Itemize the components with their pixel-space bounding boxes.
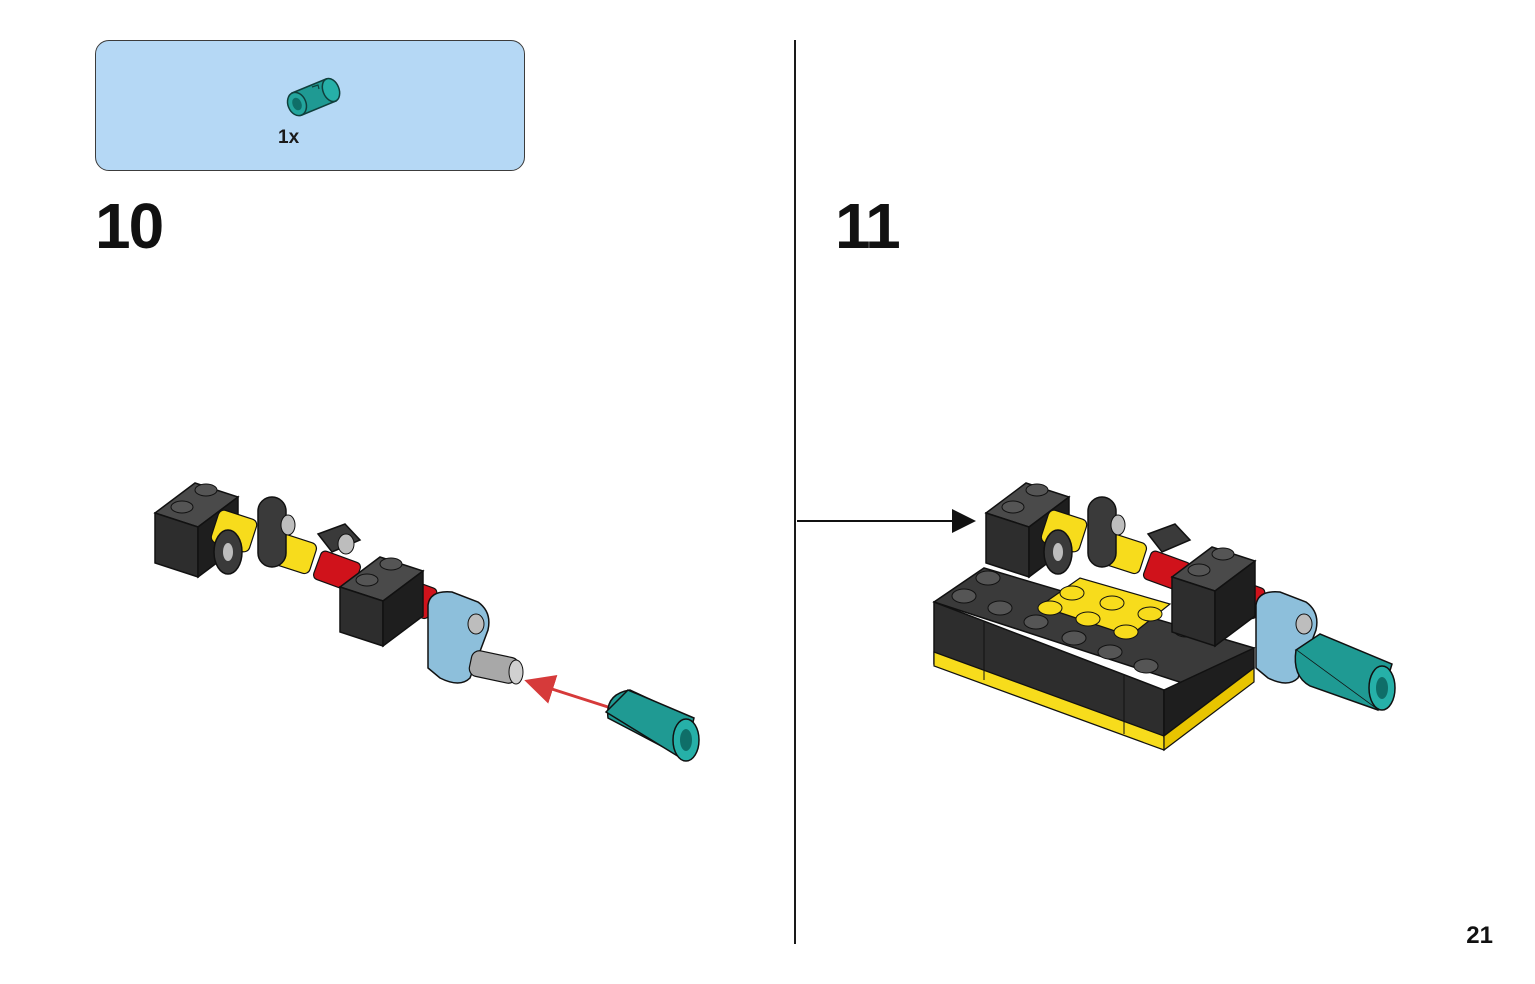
step-number-10: 10 [95, 190, 164, 262]
base-plate [932, 567, 1256, 752]
insert-arrow [524, 675, 609, 709]
teal-pin-connector-icon [286, 77, 341, 117]
black-brick-left [153, 482, 240, 579]
black-brick-right [338, 556, 425, 648]
yellow-plate [1037, 577, 1172, 640]
page-number: 21 [1466, 922, 1493, 949]
assembly-brick-right [1170, 546, 1257, 648]
step-number-11: 11 [835, 190, 901, 262]
parts-callout: 1x [95, 40, 525, 171]
grey-liftarm-pieces [213, 496, 362, 575]
part-quantity: 1x [278, 127, 300, 148]
grey-pin [468, 650, 524, 685]
assembly-teal-connector [1294, 633, 1396, 712]
teal-connector [604, 689, 700, 762]
step-10-illustration [153, 482, 700, 762]
step-divider [794, 40, 796, 944]
